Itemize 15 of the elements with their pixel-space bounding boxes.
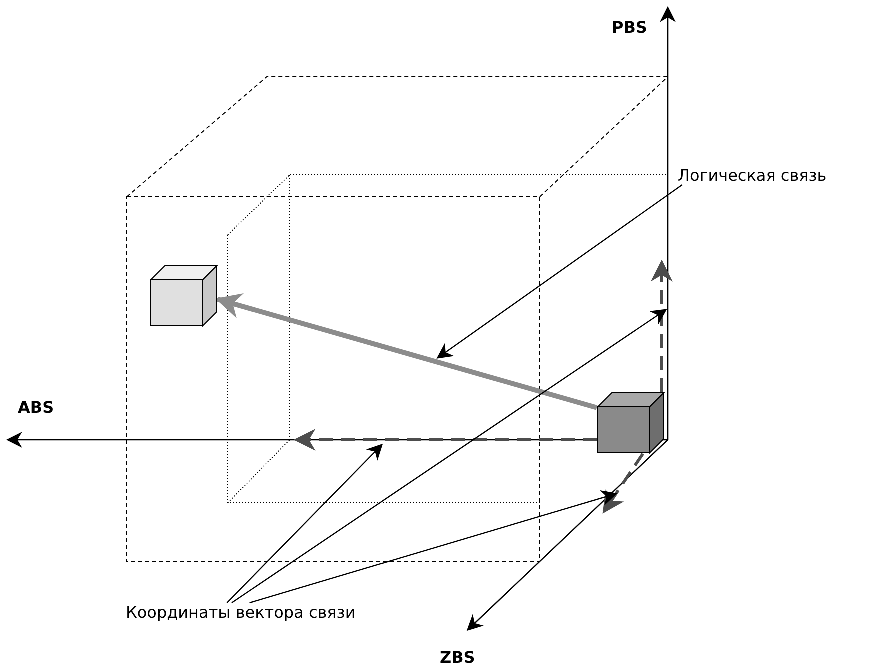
arrow <box>216 293 598 410</box>
callout-label: Координаты вектора связи <box>126 603 356 622</box>
dashed-arrow <box>294 428 597 451</box>
leader-line <box>436 184 683 359</box>
leader-line <box>226 444 384 604</box>
cube-icon <box>597 392 665 454</box>
dashed-arrow <box>602 453 644 514</box>
axis-label: ZBS <box>440 648 476 666</box>
cube-icon <box>150 265 218 327</box>
leader-line <box>232 309 668 604</box>
leader-line <box>250 490 618 604</box>
axis-label: ABS <box>18 398 54 417</box>
dashed-arrow <box>650 260 673 392</box>
axis-label: PBS <box>612 18 648 37</box>
callout-label: Логическая связь <box>678 166 827 185</box>
